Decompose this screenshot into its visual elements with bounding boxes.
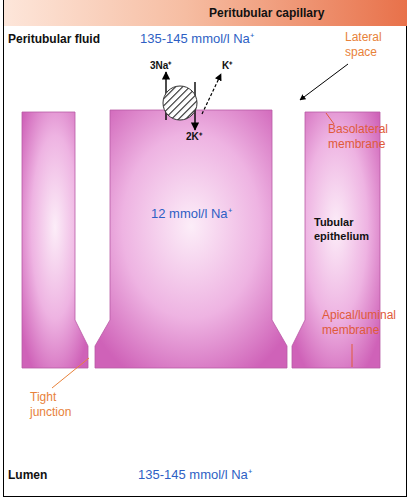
label-text: Lumen xyxy=(8,468,47,483)
label-text: Basolateral membrane xyxy=(328,122,406,152)
epithelial-cell: 12 mmol/l Na⁺ xyxy=(95,110,287,368)
potassium-leak-arrow xyxy=(202,74,221,114)
label-text: Peritubular fluid xyxy=(8,32,100,47)
label-text: 3Na⁺ xyxy=(150,60,171,73)
node-text: Peritubular capillary xyxy=(209,6,324,21)
sodium-arrow xyxy=(165,72,166,120)
cell-outline xyxy=(95,110,287,368)
label-text: Apical/luminal membrane xyxy=(322,308,406,338)
leader-line xyxy=(352,344,353,367)
label-text: Tight junction xyxy=(30,390,82,420)
leader-line xyxy=(300,64,348,100)
label-text: K⁺ xyxy=(222,60,232,73)
epithelial-cell xyxy=(22,112,88,368)
label-text: 135-145 mmol/l Na⁺ xyxy=(138,467,252,483)
na-k-pump xyxy=(163,86,197,120)
capillary-band: Peritubular capillary xyxy=(4,0,407,26)
node-text: 12 mmol/l Na⁺ xyxy=(151,206,232,222)
cell-shape xyxy=(95,110,287,368)
leader-line xyxy=(52,358,89,388)
label-text: Lateral space xyxy=(345,30,403,60)
frame xyxy=(4,1,407,497)
potassium-arrow xyxy=(194,82,195,130)
label-text: 135-145 mmol/l Na⁺ xyxy=(140,31,254,47)
node-text: Tubular epithelium xyxy=(314,216,376,244)
label-text: 2K⁺ xyxy=(186,131,202,144)
